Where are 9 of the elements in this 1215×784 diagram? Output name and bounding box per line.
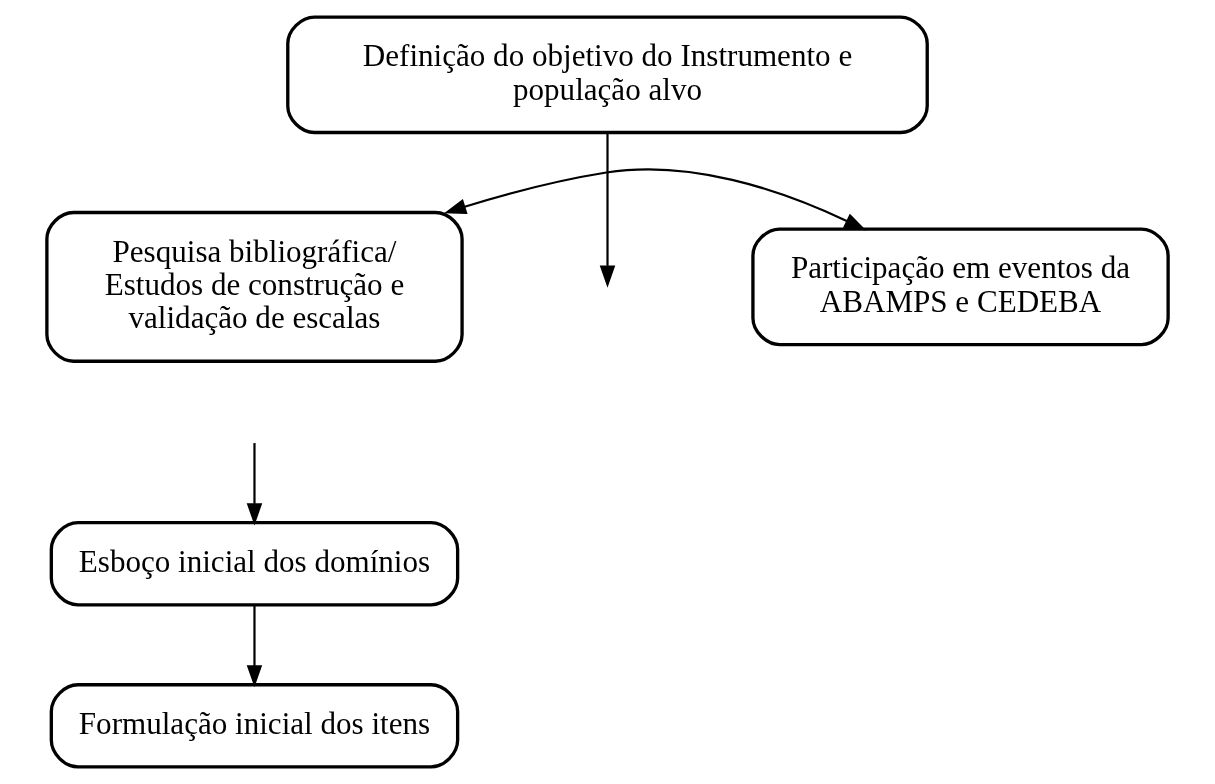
arrow (246, 604, 263, 688)
arrow (599, 132, 616, 288)
node-box: Pesquisa bibliográfica/ Estudos de construção e validação de escalas (45, 210, 464, 363)
node-box: Definição do objetivo do Instrumento e população alvo (286, 15, 929, 135)
arrow (444, 168, 867, 231)
node-box: Participação em eventos da ABAMPS e CEDEBA (751, 227, 1170, 347)
node-box: Esboço inicial dos domínios (49, 521, 460, 607)
arrow (246, 443, 263, 526)
node-box: Formulação inicial dos itens (49, 683, 460, 769)
